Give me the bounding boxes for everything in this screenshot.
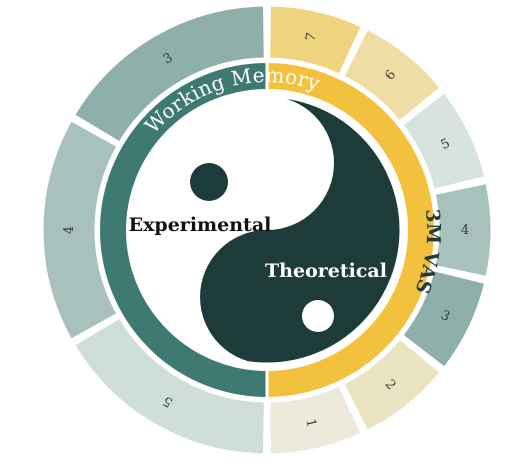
experimental-label: Experimental [129,214,272,236]
left-segment-4 [42,120,118,340]
inner-ring [98,6,436,454]
right-segment-6 [343,29,441,122]
right-segment-4 [434,182,492,278]
right-segment-label: 1 [302,417,318,428]
right-segment-7 [269,5,362,75]
left-segment-5 [74,317,265,455]
left-segment-label: 4 [62,226,77,234]
theoretical-label: Theoretical [265,260,387,282]
yang-dark-half [200,96,401,364]
yin-yang-symbol [131,94,403,366]
right-segment-5 [402,92,486,190]
right-segment-3 [402,270,486,368]
right-segment-label: 4 [461,223,469,238]
dark-dot [190,163,228,201]
right-segment-label: 7 [303,31,319,42]
light-dot [302,300,334,332]
right-segment-1 [269,385,362,455]
left-segment-3 [74,5,265,143]
yin-yang-outline [131,94,403,366]
right-segment-2 [343,338,441,431]
